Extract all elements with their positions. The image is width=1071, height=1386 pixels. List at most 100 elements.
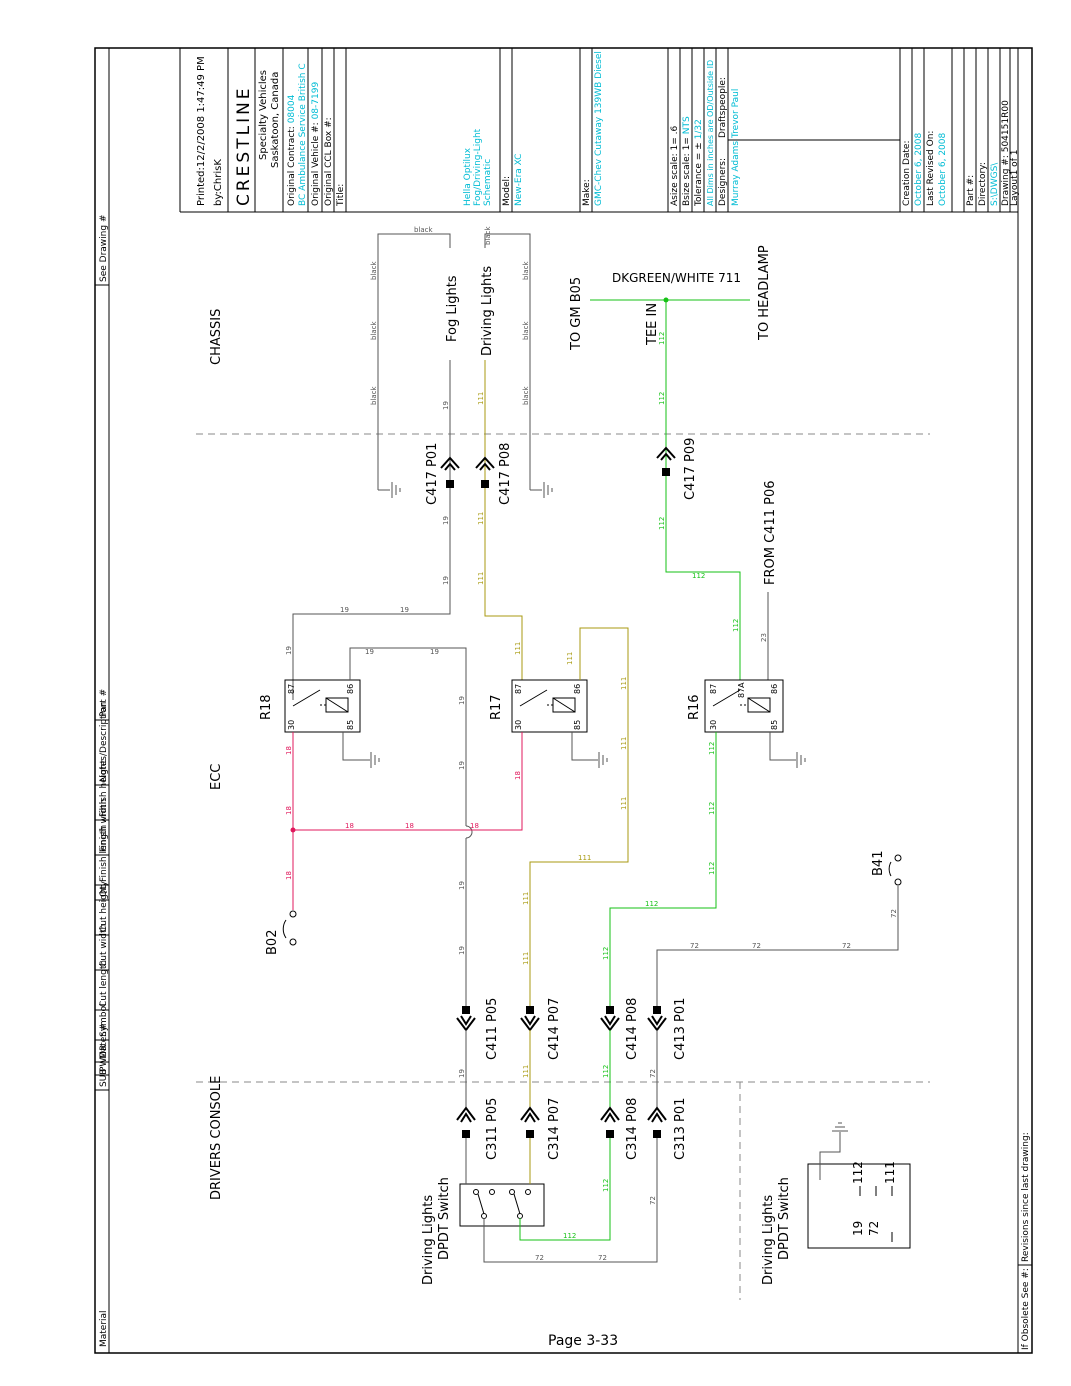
w111-label-j: 111 bbox=[522, 892, 530, 905]
directory-label: Directory: bbox=[978, 162, 988, 206]
header-col-symbol: Symbol bbox=[99, 1003, 109, 1037]
w112-label-i: 112 bbox=[645, 900, 658, 908]
black-label-2: black bbox=[370, 260, 378, 280]
w18-label-d: 18 bbox=[345, 822, 354, 830]
r18-pin-87: 87 bbox=[287, 684, 296, 694]
b41-terminal bbox=[894, 878, 902, 886]
legend-title-line2: DPDT Switch bbox=[777, 1177, 792, 1260]
drawing-number: Drawing #: 504151R00 bbox=[1001, 100, 1011, 206]
black-label-4: black bbox=[370, 385, 378, 405]
header-col-cut-length: Cut length bbox=[99, 960, 109, 1007]
orig-contract: Original Contract: 08004 bbox=[287, 94, 297, 206]
w18-label-a: 18 bbox=[285, 746, 293, 755]
crestline-logo: CRESTLINE bbox=[234, 85, 254, 206]
b02-terminal-2 bbox=[289, 938, 297, 946]
legend-112: 112 bbox=[851, 1161, 865, 1184]
w112-label-h: 112 bbox=[708, 862, 716, 875]
r17-pin-86: 86 bbox=[573, 684, 582, 694]
c414-p07-connector bbox=[520, 1006, 540, 1032]
c414-p08-connector bbox=[600, 1006, 620, 1032]
header-col-see-drawing-: See Drawing # bbox=[99, 215, 109, 282]
c314-p07-connector bbox=[520, 1106, 540, 1138]
w19-label-f: 19 bbox=[285, 646, 293, 655]
w19-label-m: 19 bbox=[458, 1069, 466, 1078]
c417-p09-connector bbox=[656, 446, 676, 476]
to-gm-label: TO GM B05 bbox=[569, 277, 584, 351]
w19-label-d: 19 bbox=[340, 606, 349, 614]
w18-label-b: 18 bbox=[285, 806, 293, 815]
w112-label-b: 112 bbox=[658, 392, 666, 405]
driving-ground-icon bbox=[543, 482, 553, 498]
fog-ground-wire bbox=[377, 233, 451, 490]
w72-label-e: 72 bbox=[649, 1069, 657, 1078]
w111-label-c: 111 bbox=[477, 572, 485, 585]
fog-ground-icon bbox=[391, 482, 401, 498]
w111-label-a: 111 bbox=[477, 392, 485, 405]
revised-label: Last Revised On: bbox=[926, 131, 936, 206]
w72-label-h: 72 bbox=[598, 1254, 607, 1262]
make-value: GMC-Chev Cutaway 139WB Diesel bbox=[594, 51, 604, 206]
legend-title-line1: Driving Lights bbox=[761, 1195, 776, 1285]
part-label: Part #: bbox=[966, 175, 976, 206]
dkgreen-label: DKGREEN/WHITE 711 bbox=[612, 271, 741, 285]
wire-112-headlamp bbox=[665, 300, 741, 680]
w72-label-b: 72 bbox=[690, 942, 699, 950]
w111-label-g: 111 bbox=[620, 737, 628, 750]
c311-p05-connector bbox=[456, 1106, 476, 1138]
dims-note: All Dims in inches are OD/Outside ID bbox=[706, 60, 715, 206]
black-label-8: black bbox=[484, 225, 492, 245]
w111-label-k: 111 bbox=[522, 952, 530, 965]
r17-pin-85: 85 bbox=[573, 720, 582, 730]
dpdt-blade-2 bbox=[513, 1193, 521, 1215]
title-line2: Fog/Driving-Light bbox=[473, 128, 483, 206]
c411-p05-label: C411 P05 bbox=[485, 998, 500, 1060]
r16-pin-30: 30 bbox=[709, 720, 718, 730]
make-label: Make: bbox=[582, 179, 592, 206]
c413-p01-connector bbox=[647, 1006, 667, 1032]
wire-18-r17 bbox=[293, 732, 523, 831]
revisions-label: Revisions since last drawing: bbox=[1021, 1132, 1031, 1262]
w19-label-a: 19 bbox=[442, 401, 450, 410]
tolerance: Tolerance = ± 1/32 bbox=[694, 119, 704, 207]
w111-label-b: 111 bbox=[477, 512, 485, 525]
w19-label-i: 19 bbox=[458, 696, 466, 705]
wire-19-r18-coil bbox=[349, 647, 467, 826]
header-col-cut-height: Cut height bbox=[99, 884, 109, 932]
header-col-finish-length: Finish length bbox=[99, 825, 109, 882]
w18-label-e: 18 bbox=[405, 822, 414, 830]
r16-pin-86: 86 bbox=[770, 684, 779, 694]
b41-terminal-2 bbox=[894, 854, 902, 862]
switch-title-line2: DPDT Switch bbox=[437, 1177, 452, 1260]
relay-r17 bbox=[511, 679, 588, 733]
w19-label-k: 19 bbox=[458, 881, 466, 890]
c413-p01-label: C413 P01 bbox=[673, 998, 688, 1060]
w18-label-g: 18 bbox=[514, 771, 522, 780]
r17-ground-icon bbox=[598, 752, 608, 768]
w19-label-b: 19 bbox=[442, 516, 450, 525]
orig-vehicle: Original Vehicle #: 08-7199 bbox=[311, 82, 321, 206]
drafts-label: Draftspeople: bbox=[718, 77, 728, 138]
header-col-sub: SUB bbox=[99, 1069, 109, 1087]
designers-label: Designers: bbox=[718, 158, 728, 206]
black-label-5: black bbox=[522, 260, 530, 280]
company-line2: Saskatoon, Canada bbox=[270, 72, 281, 168]
r16-ground-wire bbox=[769, 732, 796, 761]
legend-72: 72 bbox=[867, 1221, 881, 1236]
wire-111-driving-feed bbox=[484, 360, 523, 680]
wire-112-to-switch bbox=[519, 1138, 611, 1241]
page-footer: Page 3-33 bbox=[548, 1333, 618, 1349]
r17-pin-87: 87 bbox=[514, 684, 523, 694]
section-ecc: ECC bbox=[209, 764, 224, 790]
relay-r18-label: R18 bbox=[259, 694, 274, 720]
relay-r16 bbox=[704, 679, 784, 733]
w72-label-c: 72 bbox=[752, 942, 761, 950]
wire-72-b41 bbox=[656, 886, 899, 1006]
r17-ground-wire bbox=[571, 732, 598, 761]
c417-p01-connector bbox=[440, 456, 460, 488]
ccl-box: Original CCL Box #: bbox=[324, 117, 334, 206]
header-col-pwdr: PWDR bbox=[99, 1044, 109, 1072]
b41-switch-arc bbox=[888, 861, 892, 877]
header-col-qty: Qty bbox=[99, 880, 109, 897]
r18-ground-wire bbox=[342, 732, 370, 761]
b02-label: B02 bbox=[265, 930, 280, 955]
